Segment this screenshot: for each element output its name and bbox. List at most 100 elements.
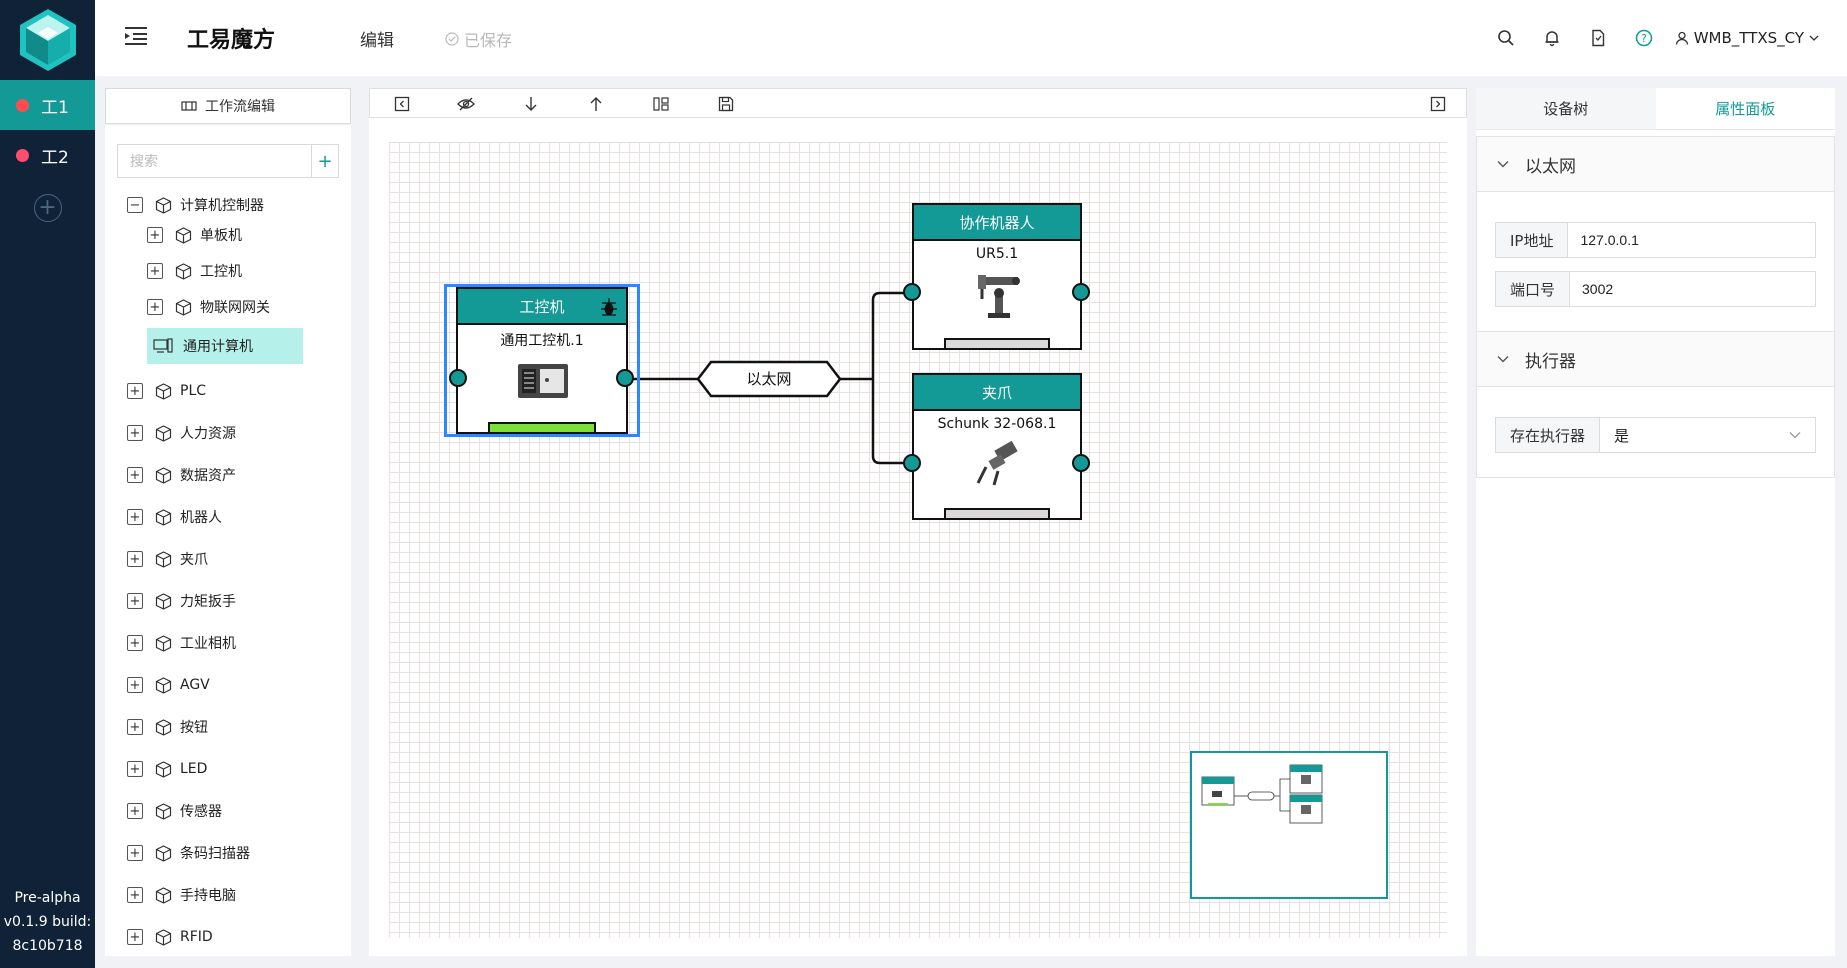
tree-item[interactable]: +物联网网关 bbox=[147, 295, 270, 319]
node-cobot[interactable]: 协作机器人 UR5.1 bbox=[912, 203, 1082, 350]
user-menu[interactable]: WMB_TTXS_CY bbox=[1675, 29, 1819, 47]
cube-icon bbox=[155, 676, 172, 694]
cube-icon bbox=[155, 928, 172, 946]
tree-item[interactable]: 通用计算机 bbox=[147, 328, 303, 364]
tree-item[interactable]: +LED bbox=[127, 757, 207, 781]
tree-item[interactable]: +数据资产 bbox=[127, 463, 236, 487]
tree-item[interactable]: + RFID bbox=[127, 925, 213, 949]
app-logo[interactable] bbox=[0, 0, 95, 80]
ethernet-link-shape[interactable] bbox=[696, 360, 842, 398]
expand-icon[interactable]: + bbox=[127, 425, 143, 441]
menu-toggle-icon[interactable] bbox=[125, 26, 147, 46]
document-icon[interactable] bbox=[1575, 23, 1621, 53]
tree-item[interactable]: + 工业相机 bbox=[127, 631, 236, 655]
expand-icon[interactable]: + bbox=[127, 719, 143, 735]
expand-icon[interactable]: + bbox=[127, 803, 143, 819]
tree-item[interactable]: +AGV bbox=[127, 673, 210, 697]
workspace-tab-1[interactable]: 工1 bbox=[0, 80, 95, 130]
has-executor-value: 是 bbox=[1614, 426, 1630, 445]
layout-icon[interactable] bbox=[651, 94, 671, 114]
tree-item-label: 工业相机 bbox=[180, 636, 236, 652]
tree-item[interactable]: +工控机 bbox=[147, 259, 242, 283]
port-left[interactable] bbox=[903, 454, 921, 472]
port-right[interactable] bbox=[1072, 283, 1090, 301]
tree-item[interactable]: +力矩扳手 bbox=[127, 589, 236, 613]
port-left[interactable] bbox=[449, 369, 467, 387]
port-right[interactable] bbox=[616, 369, 634, 387]
section-title: 以太网 bbox=[1525, 156, 1576, 177]
expand-icon[interactable]: + bbox=[147, 227, 163, 243]
ethernet-section-body: IP地址 端口号 bbox=[1477, 192, 1834, 331]
tree-item[interactable]: +条码扫描器 bbox=[127, 841, 250, 865]
expand-icon[interactable]: + bbox=[147, 299, 163, 315]
version-line: Pre-alpha bbox=[14, 890, 81, 906]
expand-icon[interactable]: + bbox=[127, 509, 143, 525]
save-icon[interactable] bbox=[716, 94, 736, 114]
tree-item[interactable]: +单板机 bbox=[147, 223, 242, 247]
node-ipc[interactable]: 工控机 通用工控机.1 bbox=[456, 287, 628, 434]
expand-icon[interactable]: + bbox=[147, 263, 163, 279]
canvas-minimap[interactable] bbox=[1190, 751, 1388, 899]
status-dot bbox=[16, 148, 29, 162]
bell-icon[interactable] bbox=[1529, 23, 1575, 53]
tree-item-label: PLC bbox=[180, 383, 207, 399]
edit-mode-label[interactable]: 编辑 bbox=[360, 31, 394, 51]
workspace-tab-2[interactable]: 工2 bbox=[0, 130, 95, 180]
tree-item[interactable]: +按钮 bbox=[127, 715, 208, 739]
collapse-left-icon[interactable] bbox=[392, 94, 412, 114]
expand-icon[interactable]: + bbox=[127, 467, 143, 483]
debug-bug-icon[interactable] bbox=[600, 297, 618, 317]
expand-icon[interactable]: + bbox=[127, 383, 143, 399]
tree-item[interactable]: +机器人 bbox=[127, 505, 222, 529]
app-rail: 工1 工2 + Pre-alpha v0.1.9 build: 8c10b718 bbox=[0, 0, 95, 968]
tree-item-label: 传感器 bbox=[180, 804, 222, 820]
computer-icon bbox=[153, 337, 175, 355]
expand-icon[interactable]: + bbox=[127, 593, 143, 609]
executor-section-header[interactable]: 执行器 bbox=[1477, 332, 1834, 387]
cube-icon bbox=[155, 382, 172, 400]
help-icon[interactable]: ? bbox=[1621, 23, 1667, 53]
cube-icon bbox=[155, 592, 172, 610]
expand-icon[interactable]: + bbox=[127, 845, 143, 861]
tree-item[interactable]: −计算机控制器 bbox=[127, 193, 264, 217]
add-device-button[interactable]: + bbox=[311, 144, 339, 178]
tree-item-label: 手持电脑 bbox=[180, 888, 236, 904]
ip-address-label: IP地址 bbox=[1495, 222, 1568, 258]
search-icon[interactable] bbox=[1483, 23, 1529, 53]
tree-item[interactable]: +夹爪 bbox=[127, 547, 208, 571]
expand-icon[interactable]: + bbox=[127, 929, 143, 945]
arrow-up-icon[interactable] bbox=[586, 94, 606, 114]
expand-icon[interactable]: + bbox=[127, 551, 143, 567]
cube-icon bbox=[155, 844, 172, 862]
tree-item[interactable]: + 传感器 bbox=[127, 799, 222, 823]
search-input[interactable] bbox=[117, 144, 311, 178]
collapse-right-icon[interactable] bbox=[1428, 94, 1448, 114]
has-executor-select[interactable]: 是 bbox=[1599, 417, 1816, 453]
tab-properties[interactable]: 属性面板 bbox=[1655, 88, 1835, 129]
workflow-edit-button[interactable]: 工作流编辑 bbox=[105, 88, 351, 124]
hide-icon[interactable] bbox=[456, 94, 476, 114]
right-panel-tabs: 设备树 属性面板 bbox=[1476, 88, 1835, 130]
arrow-down-icon[interactable] bbox=[521, 94, 541, 114]
node-instance-name: 通用工控机.1 bbox=[500, 333, 584, 349]
expand-icon[interactable]: + bbox=[127, 677, 143, 693]
node-type-label: 夹爪 bbox=[981, 383, 1012, 402]
tree-item[interactable]: + 手持电脑 bbox=[127, 883, 236, 907]
tree-item[interactable]: +人力资源 bbox=[127, 421, 236, 445]
expand-icon[interactable]: + bbox=[127, 761, 143, 777]
expand-icon[interactable]: + bbox=[127, 635, 143, 651]
expand-icon[interactable]: + bbox=[127, 887, 143, 903]
port-input[interactable] bbox=[1569, 271, 1816, 307]
ip-address-input[interactable] bbox=[1567, 222, 1816, 258]
ethernet-section-header[interactable]: 以太网 bbox=[1477, 137, 1834, 192]
port-right[interactable] bbox=[1072, 454, 1090, 472]
ethernet-link-label: 以太网 bbox=[746, 370, 792, 388]
node-gripper[interactable]: 夹爪 Schunk 32-068.1 bbox=[912, 373, 1082, 520]
add-workspace-button[interactable]: + bbox=[33, 194, 62, 222]
tree-item-label: RFID bbox=[180, 929, 213, 945]
tree-item[interactable]: + PLC bbox=[127, 379, 206, 403]
port-left[interactable] bbox=[903, 283, 921, 301]
collapse-icon[interactable]: − bbox=[127, 197, 143, 213]
port-label: 端口号 bbox=[1495, 271, 1570, 307]
tab-device-tree[interactable]: 设备树 bbox=[1476, 88, 1656, 129]
